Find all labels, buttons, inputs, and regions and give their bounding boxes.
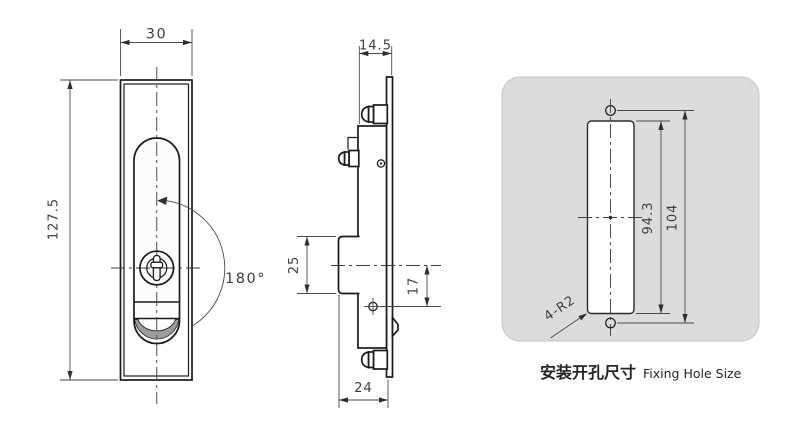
caption-english: Fixing Hole Size [643,366,742,381]
dim-label-handle-rotation: 180° [225,271,266,287]
handle-tip-shading [134,318,180,340]
dimension-cam-height: 25 [287,236,336,294]
side-pin-center [379,162,383,165]
swing-arc-arrowhead [157,196,168,205]
side-body-block [357,125,388,349]
dimension-front-width: 30 [120,27,193,76]
side-left-stud [337,136,360,168]
dimension-hole-offset: 17 [407,265,430,307]
bottom-stud [360,349,389,370]
latch-pawl [391,315,399,339]
dimension-side-thickness: 14.5 [358,39,393,124]
dim-label-cam-height: 25 [287,256,302,275]
key-cylinder-outer [139,250,175,286]
dimension-hole-span: 104 [617,110,694,324]
front-body-inner-edge [123,83,190,377]
dim-label-side-thickness: 14.5 [359,39,392,54]
dimension-front-height: 127.5 [47,79,118,381]
dim-label-cutout-height: 94.3 [641,202,656,235]
cutout-center-dot [608,215,613,220]
dim-label-depth: 24 [354,381,373,396]
fixing-hole-top [605,105,616,116]
side-view: 14.5 25 17 24 [287,39,441,408]
dim-label-hole-offset: 17 [407,277,422,296]
caption-chinese: 安装开孔尺寸 [540,363,637,382]
dimension-depth: 24 [338,295,389,408]
dim-label-front-height: 127.5 [47,198,62,240]
dimension-cutout-height: 94.3 [636,120,670,314]
top-stud [360,104,389,125]
key-slot-cross [150,261,164,269]
dim-label-front-width: 30 [146,27,167,43]
fixing-hole-bottom [605,317,616,329]
front-view: 180° 30 127.5 [47,27,266,404]
handle-swing-arc [163,199,226,327]
dim-label-hole-span: 104 [666,204,681,232]
fixing-hole-caption: 安装开孔尺寸 Fixing Hole Size [540,359,741,383]
cam-block [337,235,360,295]
fixing-hole-panel: 94.3 104 4-R2 [501,76,760,342]
